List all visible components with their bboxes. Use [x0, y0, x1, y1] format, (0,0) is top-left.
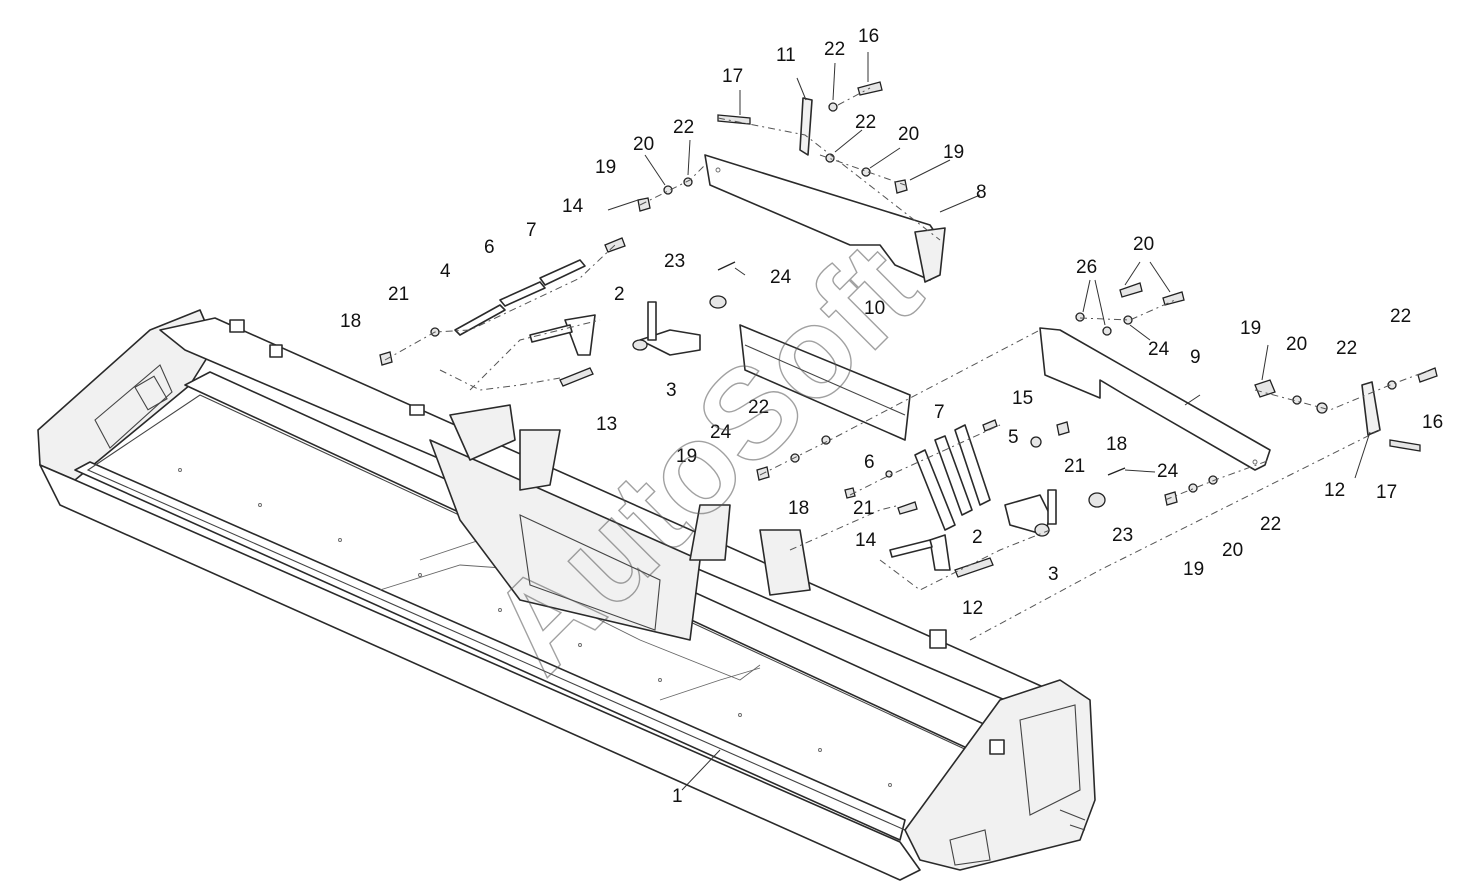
callout-14-left: 14 — [562, 196, 584, 217]
callout-22-center: 22 — [748, 397, 769, 418]
callout-22-right: 22 — [1336, 338, 1357, 359]
callout-22-far-right: 22 — [1390, 306, 1411, 327]
callout-15: 15 — [1012, 388, 1033, 409]
plate-part-6-right — [914, 449, 956, 531]
callout-21-right: 21 — [1064, 456, 1085, 477]
bushing-part-23-right — [1088, 492, 1106, 508]
callout-24-right: 24 — [1157, 461, 1179, 482]
assembly-lines — [384, 87, 1431, 641]
callout-19-right: 19 — [1240, 318, 1261, 339]
callout-3-left: 3 — [666, 380, 677, 401]
callout-10: 10 — [864, 298, 885, 319]
plate-part-5 — [954, 424, 991, 506]
plate-part-6-left — [499, 281, 546, 307]
callout-23-right: 23 — [1112, 525, 1133, 546]
callout-14-right: 14 — [855, 530, 877, 551]
callout-20-right-top: 20 — [1133, 234, 1154, 255]
plate-part-7-right — [934, 435, 973, 516]
plate-part-4 — [454, 304, 506, 336]
callout-13: 13 — [596, 414, 617, 435]
plate-part-7-left — [539, 259, 586, 286]
callout-16-right: 16 — [1422, 412, 1443, 433]
link-part-12 — [1361, 381, 1381, 436]
callout-20-top-left: 20 — [633, 134, 654, 155]
upper-plate-part-9 — [1039, 327, 1271, 471]
callout-20-lower-right: 20 — [1222, 540, 1243, 561]
bracket-part-3-left — [632, 301, 701, 356]
callout-18-center: 18 — [788, 498, 809, 519]
link-part-11 — [799, 97, 813, 156]
cover-plate-part-10 — [739, 324, 911, 441]
callout-19-lower-right: 19 — [1183, 559, 1204, 580]
callout-17-top: 17 — [722, 66, 743, 87]
callout-1: 1 — [672, 786, 683, 807]
pin-part-13 — [559, 367, 594, 387]
callout-11: 11 — [776, 45, 796, 66]
callout-2-left: 2 — [614, 284, 625, 305]
callout-6-right: 6 — [864, 452, 875, 473]
callout-7-left: 7 — [526, 220, 537, 241]
hardware — [379, 81, 1438, 515]
callout-2-right: 2 — [972, 527, 983, 548]
callout-7-right: 7 — [934, 402, 945, 423]
callout-12-center: 12 — [962, 598, 983, 619]
upper-plate-part-8 — [704, 154, 946, 283]
callout-22-top-left: 22 — [673, 117, 694, 138]
callout-labels: 1 17 11 22 16 22 20 19 22 20 19 8 14 7 6… — [340, 26, 1443, 807]
callout-18-right: 18 — [1106, 434, 1127, 455]
callout-23-left: 23 — [664, 251, 685, 272]
callout-3-right: 3 — [1048, 564, 1059, 585]
bracket-part-2-right — [889, 534, 951, 571]
callout-26: 26 — [1076, 257, 1097, 278]
callout-19-top-left: 19 — [595, 157, 616, 178]
callout-4: 4 — [440, 261, 451, 282]
callout-19-top-right: 19 — [943, 142, 964, 163]
callout-8: 8 — [976, 182, 987, 203]
callout-24-right-top: 24 — [1148, 339, 1170, 360]
callout-9: 9 — [1190, 347, 1201, 368]
callout-24-left: 24 — [770, 267, 792, 288]
callout-22-lower-right: 22 — [1260, 514, 1281, 535]
callout-17-right: 17 — [1376, 482, 1397, 503]
main-frame-part-1 — [37, 309, 1096, 881]
callout-24-center: 24 — [710, 422, 732, 443]
callout-12-right: 12 — [1324, 480, 1345, 501]
callout-20-right: 20 — [1286, 334, 1307, 355]
pin-part-12 — [954, 557, 994, 578]
callout-21-left: 21 — [388, 284, 409, 305]
bushing-part-23-left — [709, 295, 727, 309]
leader-lines — [607, 52, 1371, 791]
callout-5: 5 — [1008, 427, 1019, 448]
callout-16-top: 16 — [858, 26, 879, 47]
callout-21-center: 21 — [853, 498, 874, 519]
callout-20-top-right: 20 — [898, 124, 919, 145]
bracket-part-3-right — [1004, 489, 1057, 537]
callout-22-top: 22 — [824, 39, 845, 60]
callout-19-center: 19 — [676, 446, 697, 467]
callout-6-left: 6 — [484, 237, 495, 258]
callout-18-left: 18 — [340, 311, 361, 332]
callout-22-mid: 22 — [855, 112, 876, 133]
